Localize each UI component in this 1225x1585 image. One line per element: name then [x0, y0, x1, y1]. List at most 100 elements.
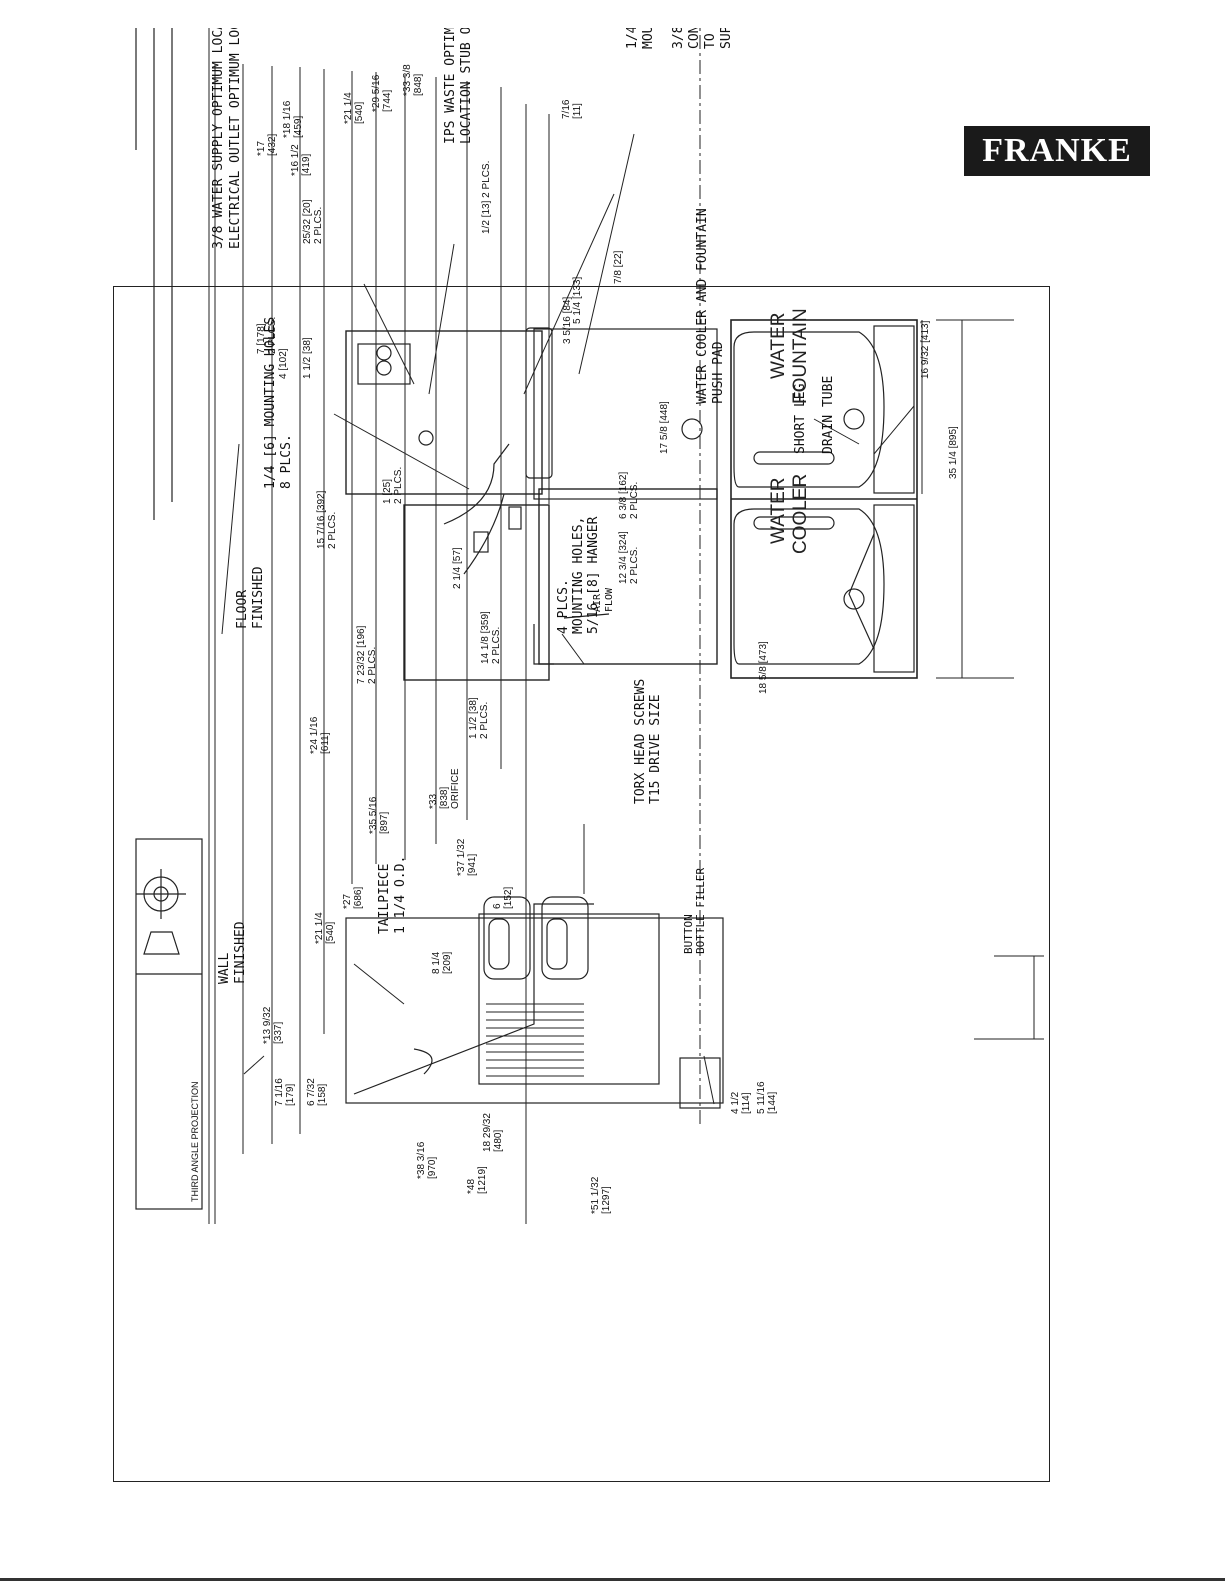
callout-finished-wall-1: FINISHED: [233, 921, 248, 984]
dim-18-29-in: 18 29/32: [482, 1113, 493, 1152]
callout-hanger-holes-2: MOUNTING HOLES,: [571, 517, 586, 634]
dim-3-5-16: 3 5/16 [84]: [562, 297, 573, 344]
callout-short-leg: SHORT LEG: [793, 383, 808, 454]
water-line-1: [443, 443, 510, 525]
dim-51-in: *51 1/32: [590, 1176, 601, 1214]
dim-17-in: *17: [256, 141, 267, 156]
dim-1-25: 1 [25]: [382, 479, 393, 504]
dim-25-32-plcs: 2 PLCS.: [313, 207, 324, 244]
callout-hanger-small-2: MOUNTING HOLE, 2 PLCS.: [641, 28, 656, 49]
callout-water-inlet-2: CONNECT COOLER REMOTE OUTLET: [687, 28, 702, 49]
dim-12-3-4: 12 3/4 [324]: [618, 531, 629, 584]
dim-25-32: 25/32 [20]: [302, 199, 313, 244]
side-bubbler-2: [541, 896, 589, 980]
dim-33b-in: *33: [428, 794, 439, 809]
fountain-mount-plate: [345, 330, 543, 495]
dim-18-5-8: 18 5/8 [473]: [758, 641, 769, 694]
dim-21-mm: [540]: [354, 102, 365, 124]
callout-tailpiece-1: 1 1/4 O.D.: [393, 856, 408, 934]
dim-24-mm: [611]: [320, 732, 331, 754]
dim-5-1-4: 5 1/4 [133]: [572, 277, 583, 324]
drawing-frame: 3/8 O.D. WATER INLET WITH STRAINER CONNE…: [113, 28, 1050, 1482]
dim-17-mm: [432]: [267, 134, 278, 156]
dim-35-in: *35 5/16: [368, 796, 379, 834]
callout-electrical-2: 3/8 WATER SUPPLY OPTIMUM LOCATION STUB O…: [211, 28, 226, 249]
projection-title: THIRD ANGLE PROJECTION: [190, 1081, 200, 1202]
dim-6-3-8: 6 3/8 [162]: [618, 472, 629, 519]
callout-torx-2: TORX HEAD SCREWS: [633, 679, 648, 804]
bottle-filler-housing: [679, 1057, 721, 1109]
side-bubbler-1: [483, 896, 531, 980]
waste-outlet: [418, 430, 434, 446]
dim-13-in: *13 9/32: [262, 1006, 273, 1044]
side-view: [345, 896, 724, 1109]
dim-24-in: *24 1/16: [309, 716, 320, 754]
dim-27-mm: [686]: [353, 887, 364, 909]
dim-6-3-8-plcs: 2 PLCS.: [629, 482, 640, 519]
callout-ips-waste-2: LOCATION STUB OUT 1 [25]: [459, 28, 474, 144]
callout-hanger-small-1: 1/4 [6] HANGER: [625, 28, 640, 49]
callout-water-inlet-3: TO FOUNTAIN WATER INLET WITH: [703, 28, 718, 49]
page-bottom-rule: [0, 1578, 1225, 1581]
leader-lines: [221, 133, 915, 1105]
dim-16-9-32: 16 9/32 [413]: [920, 320, 931, 379]
dim-5-11-mm: [144]: [767, 1092, 778, 1114]
rotated-drawing: 3/8 O.D. WATER INLET WITH STRAINER CONNE…: [114, 28, 1051, 1224]
dim-7-23-plcs: 2 PLCS.: [367, 647, 378, 684]
fountain-basin: [733, 508, 885, 665]
cooler-chassis-plate: [403, 504, 550, 681]
dim-8-mm: [209]: [442, 952, 453, 974]
dim-7-8: 7/8 [22]: [613, 250, 624, 284]
dim-16-in: *16 1/2: [290, 144, 301, 176]
dim-2-1-4: 2 1/4 [57]: [452, 547, 463, 589]
cooler-base-plate: [873, 325, 915, 494]
height-dimension-lines: [214, 64, 550, 1224]
fountain-upper-frame: [533, 328, 718, 500]
dim-37-mm: [941]: [467, 854, 478, 876]
dim-48-in: *48: [466, 1179, 477, 1194]
dim-15: 15 7/16 [392]: [316, 490, 327, 549]
side-window-2: [546, 918, 568, 970]
fountain-base-plate: [873, 504, 915, 673]
cooler-drain: [843, 408, 865, 430]
brand-name: FRANKE: [982, 132, 1132, 169]
dim-33b-note: ORIFICE: [450, 768, 461, 809]
cooler-basin: [733, 331, 885, 488]
dim-6-7-32-mm: [158]: [317, 1084, 328, 1106]
dim-1-25-plcs: 2 PLCS.: [393, 467, 404, 504]
air-flow-arrow: [563, 613, 610, 619]
callout-push-pad-2: WATER COOLER AND FOUNTAIN: [695, 208, 710, 404]
dim-33b-mm: [838]: [439, 787, 450, 809]
dim-1-1-2: 1 1/2 [38]: [302, 337, 313, 379]
dim-14-plcs: 2 PLCS.: [491, 627, 502, 664]
dim-27-in: *27: [342, 894, 353, 909]
top-view: [730, 319, 918, 679]
callout-finished-floor-1: FINISHED: [251, 566, 266, 629]
fountain-drain: [843, 588, 865, 610]
cooler-upper-frame: [538, 488, 718, 665]
inlet-fitting: [473, 531, 489, 553]
technical-drawing: 3/8 O.D. WATER INLET WITH STRAINER CONNE…: [135, 28, 1044, 1224]
dim-33-mm: [848]: [413, 74, 424, 96]
dim-7-plcs: 2 PLCS.: [267, 317, 278, 354]
dim-4-1-2-mm: [114]: [741, 1092, 752, 1114]
short-leg-bar: [848, 533, 875, 650]
dim-12-3-4-plcs: 2 PLCS.: [629, 547, 640, 584]
electrical-socket-2: [376, 345, 392, 361]
dim-17-5-8: 17 5/8 [448]: [659, 401, 670, 454]
dim-7-1-16-in: 7 1/16: [274, 1078, 285, 1106]
callout-push-pad-1: PUSH PAD: [711, 341, 726, 404]
callout-hanger-holes-3: 4 PLCS.: [556, 579, 571, 634]
dim-29-mm: [744]: [382, 90, 393, 112]
dim-21b-in: *21 1/4: [314, 912, 325, 944]
dim-35-1-4: 35 1/4 [895]: [948, 426, 959, 479]
dim-7-16-mm: [11]: [572, 103, 583, 119]
label-water-fountain-2: FOUNTAIN: [790, 308, 811, 404]
callout-water-inlet-1: 3/8 O.D. WATER INLET WITH STRAINER: [671, 28, 686, 49]
callout-water-inlet-4: SUPPLIED FITTING: [719, 28, 734, 49]
dim-8-in: 8 1/4: [431, 951, 442, 974]
fountain-push-pad: [753, 516, 835, 530]
dim-16-mm: [419]: [301, 154, 312, 176]
dim-48-mm: [1219]: [477, 1166, 488, 1194]
cooler-push-pad: [753, 451, 835, 465]
